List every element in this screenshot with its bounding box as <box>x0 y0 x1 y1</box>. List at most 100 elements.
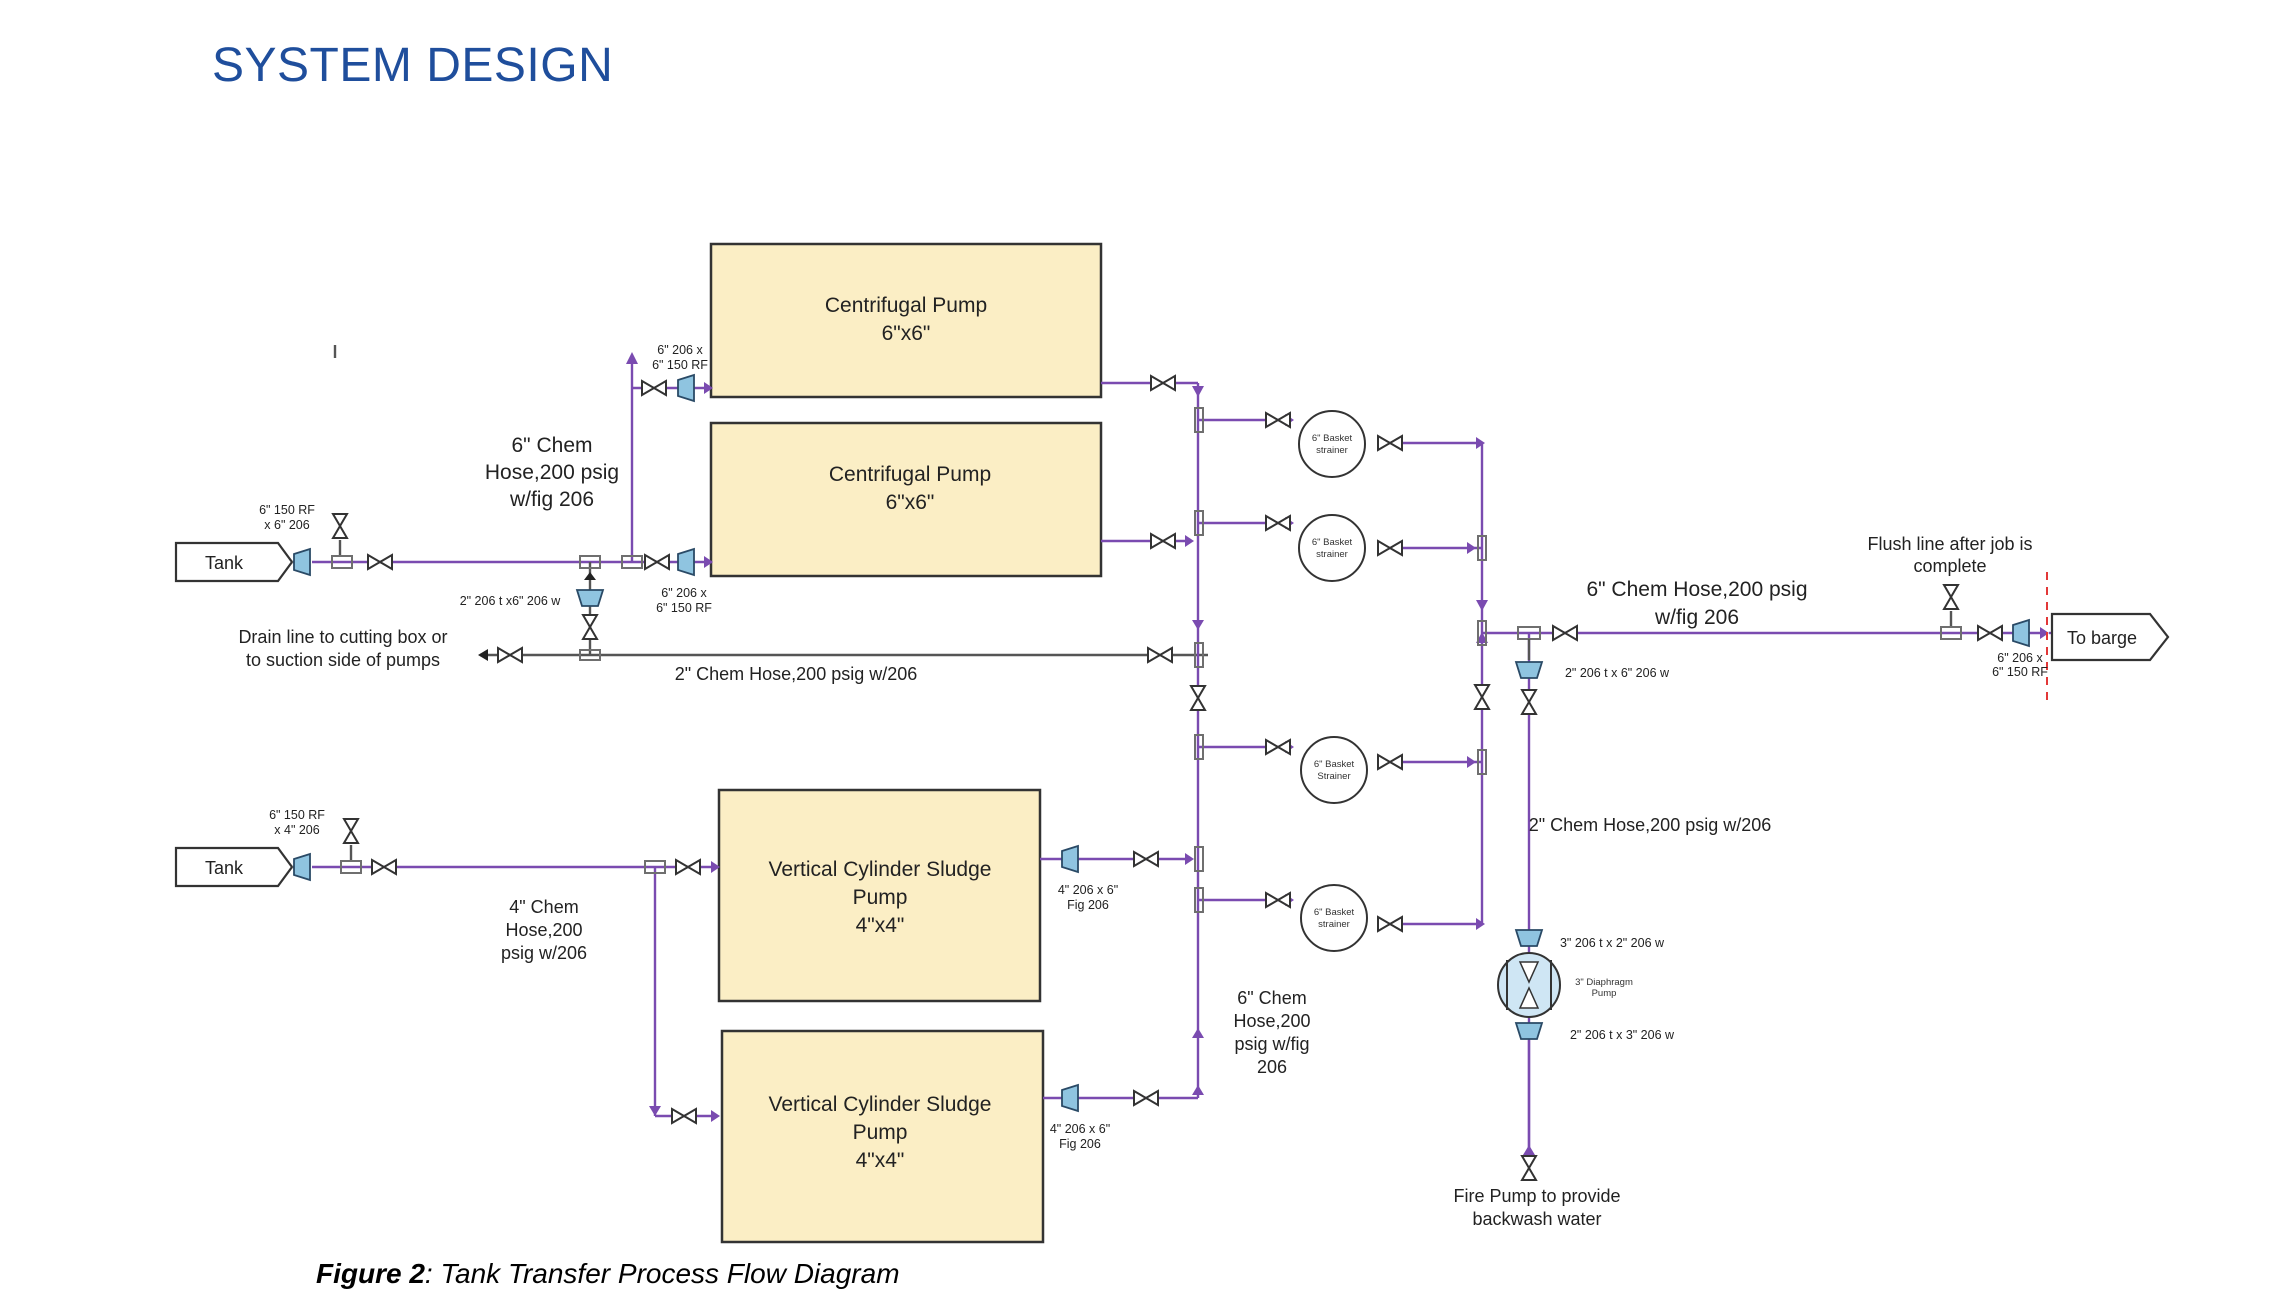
tank-2: Tank <box>174 846 294 888</box>
basket-strainer-3: 6" Basket Strainer <box>1300 736 1368 804</box>
drain-reducer-icon <box>576 589 604 607</box>
diaphragm-pump-line2: Pump <box>1592 988 1617 999</box>
outlet-header-valve-icon[interactable] <box>1474 684 1490 710</box>
sludge-pump-2-size: 4"x4" <box>856 1149 905 1172</box>
strainer4-outlet-valve-icon[interactable] <box>1377 916 1403 932</box>
pump1-suction-valve-icon[interactable] <box>641 380 667 396</box>
strainer1-inlet-valve-icon[interactable] <box>1265 412 1291 428</box>
hose-6in-lower-line3: psig w/fig <box>1234 1034 1309 1054</box>
hose-6in-lower-line1: 6" Chem <box>1237 988 1306 1008</box>
fire-pump-valve-icon[interactable] <box>1521 1155 1537 1181</box>
strainer3-outlet-valve-icon[interactable] <box>1377 754 1403 770</box>
centrifugal-pump-1: Centrifugal Pump 6"x6" <box>709 242 1103 399</box>
centrifugal-pump-2-name: Centrifugal Pump <box>829 463 991 486</box>
drain-line <box>478 649 1208 661</box>
barge-outlet-valve-icon[interactable] <box>1977 625 2003 641</box>
sludge1-discharge-valve-icon[interactable] <box>1133 851 1159 867</box>
strainer-4-line1: 6" Basket <box>1314 907 1355 918</box>
strainer-1-line2: strainer <box>1316 445 1348 456</box>
fire-pump-line2: backwash water <box>1472 1209 1601 1229</box>
drain-outlet-valve-icon[interactable] <box>497 647 523 663</box>
diaphragm-top-reducer-icon <box>1515 929 1543 947</box>
tank1-outlet-valve-icon[interactable] <box>367 554 393 570</box>
pump2-suction-valve-icon[interactable] <box>644 554 670 570</box>
strainer1-outlet-valve-icon[interactable] <box>1377 435 1403 451</box>
hose-4in-line1: 4" Chem <box>509 897 578 917</box>
centrifugal-pump-1-size: 6"x6" <box>882 322 931 345</box>
hose-6in-upper-line3: w/fig 206 <box>509 488 594 511</box>
sludge1-reducer-label-2: Fig 206 <box>1067 898 1109 912</box>
sludge2-reducer-label-2: Fig 206 <box>1059 1137 1101 1151</box>
tank2-flange-label-1: 6" 150 RF <box>269 808 325 822</box>
drain-valve-icon[interactable] <box>582 614 598 640</box>
tank1-reducer-icon <box>293 548 311 576</box>
drain-header-valve-icon[interactable] <box>1147 647 1173 663</box>
drain-line-label: Drain line to cutting box or to suction … <box>238 627 447 670</box>
centrifugal-pump-1-name: Centrifugal Pump <box>825 294 987 317</box>
flush-line-line2: complete <box>1913 556 1986 576</box>
pump1-flange-label-1: 6" 206 x <box>657 343 703 357</box>
diaphragm-pump-line1: 3" Diaphragm <box>1575 977 1633 988</box>
pump1-flange-label-2: 6" 150 RF <box>652 358 708 372</box>
barge-line-valve-icon[interactable] <box>1552 625 1578 641</box>
pump1-suction-reducer-icon <box>677 374 695 402</box>
pump2-discharge-valve-icon[interactable] <box>1150 533 1176 549</box>
sludge2-discharge-valve-icon[interactable] <box>1133 1090 1159 1106</box>
sludge1-reducer-label-1: 4" 206 x 6" <box>1058 883 1118 897</box>
sludge-pump-1-line2: Pump <box>853 886 908 909</box>
sludge1-discharge-reducer-icon <box>1061 845 1079 873</box>
header-isolation-valve-icon[interactable] <box>1190 685 1206 711</box>
barge-reducer-label: 2" 206 t x 6" 206 w <box>1565 666 1670 680</box>
sludge2-suction-valve-icon[interactable] <box>671 1108 697 1124</box>
strainer-3-line2: Strainer <box>1317 771 1350 782</box>
backwash-valve-icon[interactable] <box>1521 689 1537 715</box>
sludge-pump-2-line1: Vertical Cylinder Sludge <box>769 1093 992 1116</box>
strainer2-outlet-valve-icon[interactable] <box>1377 540 1403 556</box>
tank1-vent-valve-icon[interactable] <box>332 513 348 539</box>
sludge-pump-1-size: 4"x4" <box>856 914 905 937</box>
sludge-pump-1-line1: Vertical Cylinder Sludge <box>769 858 992 881</box>
flush-line-label: Flush line after job is complete <box>1867 534 2032 576</box>
strainer2-inlet-valve-icon[interactable] <box>1265 515 1291 531</box>
hose-2in-backwash-label: 2" Chem Hose,200 psig w/206 <box>1529 815 1772 835</box>
strainer-4-line2: strainer <box>1318 919 1350 930</box>
hose-6in-upper-label: 6" Chem Hose,200 psig w/fig 206 <box>485 434 619 511</box>
strainer-3-line1: 6" Basket <box>1314 759 1355 770</box>
basket-strainer-4: 6" Basket strainer <box>1300 884 1368 952</box>
barge-branch-reducer-icon <box>1515 661 1543 679</box>
hose-4in-line3: psig w/206 <box>501 943 587 963</box>
sludge-pump-2-line2: Pump <box>853 1121 908 1144</box>
flush-line-valve-icon[interactable] <box>1943 584 1959 610</box>
pump2-flange-label-2: 6" 150 RF <box>656 601 712 615</box>
sludge2-discharge-reducer-icon <box>1061 1084 1079 1112</box>
sludge1-suction-valve-icon[interactable] <box>675 859 701 875</box>
pump2-suction-reducer-icon <box>677 548 695 576</box>
pump1-discharge-valve-icon[interactable] <box>1150 375 1176 391</box>
barge-label: To barge <box>2067 628 2137 648</box>
centrifugal-pump-2-size: 6"x6" <box>886 491 935 514</box>
suction-line-tank2 <box>292 861 720 1122</box>
hose-4in-label: 4" Chem Hose,200 psig w/206 <box>501 897 587 963</box>
strainer4-inlet-valve-icon[interactable] <box>1265 892 1291 908</box>
hose-6in-barge-line2: w/fig 206 <box>1654 606 1739 629</box>
tank2-outlet-valve-icon[interactable] <box>371 859 397 875</box>
sludge-pump-2: Vertical Cylinder Sludge Pump 4"x4" <box>720 1029 1045 1244</box>
figure-text: : Tank Transfer Process Flow Diagram <box>424 1258 900 1289</box>
strainer-2-line2: strainer <box>1316 549 1348 560</box>
tank-2-label: Tank <box>205 858 244 878</box>
drain-reducer-label: 2" 206 t x6" 206 w <box>460 594 562 608</box>
pump2-flange-label-1: 6" 206 x <box>661 586 707 600</box>
figure-label: Figure 2 <box>316 1258 425 1289</box>
strainer3-inlet-valve-icon[interactable] <box>1265 739 1291 755</box>
drain-line-line2: to suction side of pumps <box>246 650 440 670</box>
basket-strainer-1: 6" Basket strainer <box>1298 410 1366 478</box>
hose-6in-barge-line1: 6" Chem Hose,200 psig <box>1586 578 1807 601</box>
tank1-flange-label-1: 6" 150 RF <box>259 503 315 517</box>
drain-line-line1: Drain line to cutting box or <box>238 627 447 647</box>
figure-caption: Figure 2: Tank Transfer Process Flow Dia… <box>316 1258 900 1290</box>
tank2-vent-valve-icon[interactable] <box>343 818 359 844</box>
hose-6in-barge-label: 6" Chem Hose,200 psig w/fig 206 <box>1586 578 1807 629</box>
diaphragm-bottom-reducer-label: 2" 206 t x 3" 206 w <box>1570 1028 1675 1042</box>
strainer-2-line1: 6" Basket <box>1312 537 1353 548</box>
